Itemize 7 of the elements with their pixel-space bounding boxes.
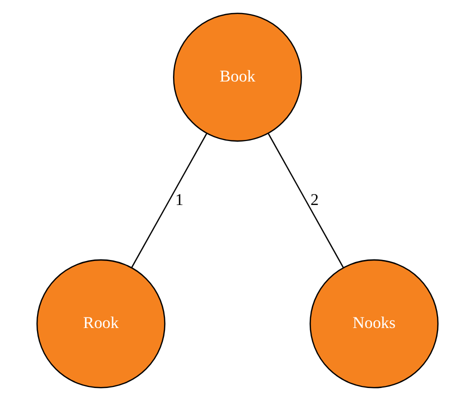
connector — [130, 132, 207, 268]
node-circle: Rook — [36, 259, 165, 388]
edge-label: 1 — [174, 190, 183, 209]
connector — [267, 132, 344, 268]
edge-label: 2 — [310, 190, 318, 209]
node-circle: Book — [172, 12, 302, 142]
node-circle: Nooks — [309, 259, 438, 388]
